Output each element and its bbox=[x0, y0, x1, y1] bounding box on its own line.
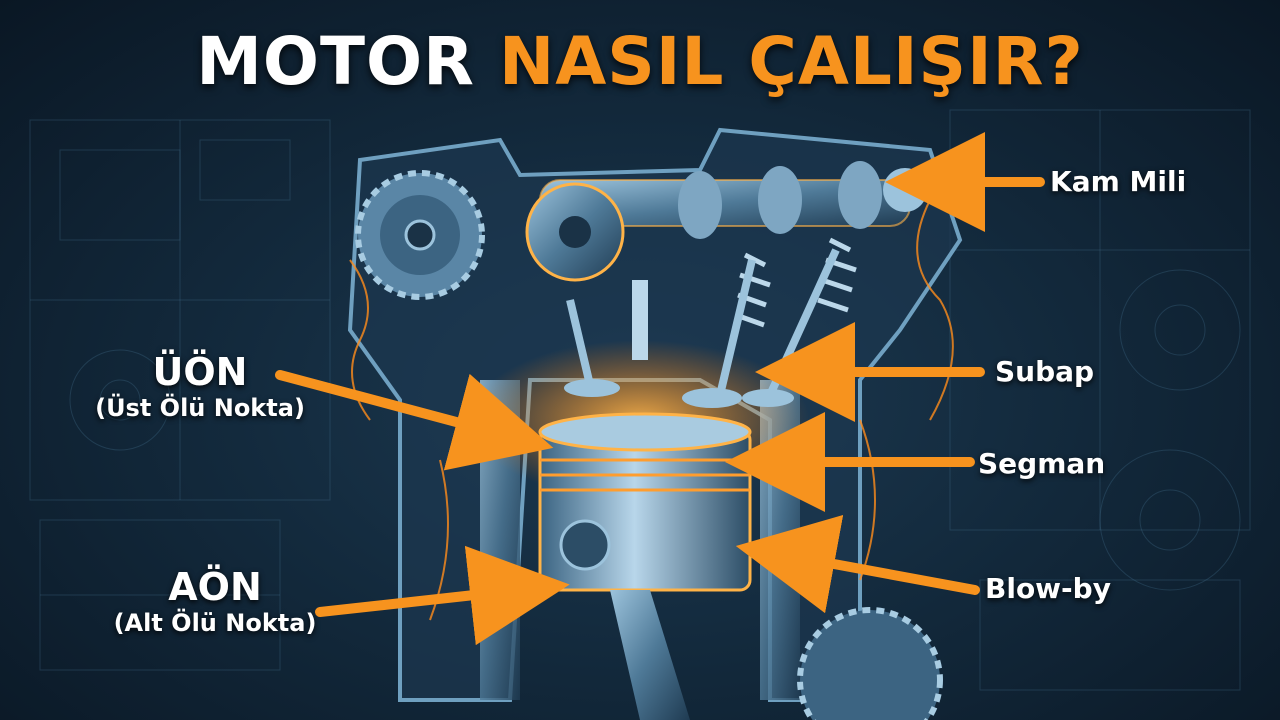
label-uon: ÜÖN bbox=[152, 350, 248, 394]
label-group-aon: AÖN (Alt Ölü Nokta) bbox=[75, 565, 355, 637]
valve-head-2 bbox=[742, 389, 794, 407]
label-uon-sub: (Üst Ölü Nokta) bbox=[95, 394, 305, 422]
intake-valve-head bbox=[564, 379, 620, 397]
label-aon: AÖN bbox=[168, 565, 262, 609]
title-word-nasil-calisir: NASIL ÇALIŞIR? bbox=[498, 23, 1084, 100]
spark-plug bbox=[632, 280, 648, 360]
piston-icon bbox=[538, 412, 752, 592]
page-title: MOTOR NASIL ÇALIŞIR? bbox=[0, 22, 1280, 102]
label-group-uon: ÜÖN (Üst Ölü Nokta) bbox=[60, 350, 340, 422]
valve-spring-icon bbox=[735, 237, 857, 328]
intake-valve-stem bbox=[566, 299, 594, 386]
label-segman: Segman bbox=[978, 447, 1106, 480]
label-kam-mili: Kam Mili bbox=[1050, 165, 1187, 198]
title-word-motor: MOTOR bbox=[196, 23, 475, 100]
valve-head-1 bbox=[682, 388, 742, 408]
valve-stem-1 bbox=[716, 259, 756, 396]
label-blow-by: Blow-by bbox=[985, 572, 1111, 605]
label-subap: Subap bbox=[995, 355, 1095, 388]
crank-gear bbox=[797, 607, 943, 720]
connecting-rod bbox=[610, 590, 690, 720]
label-aon-sub: (Alt Ölü Nokta) bbox=[113, 609, 317, 637]
gear-icon bbox=[355, 170, 485, 300]
